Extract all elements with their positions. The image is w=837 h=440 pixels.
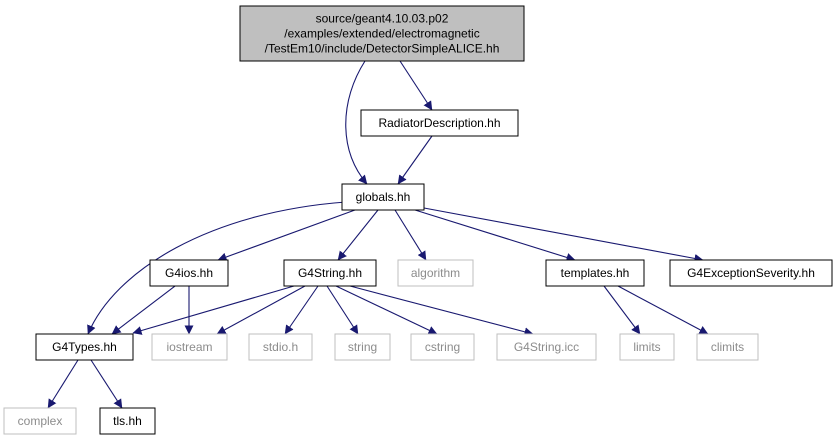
node-climits: climits bbox=[696, 333, 759, 361]
node-label: globals.hh bbox=[356, 190, 411, 204]
edge-g4string-to-string bbox=[326, 285, 359, 335]
node-label: climits bbox=[711, 340, 744, 354]
node-label: complex bbox=[18, 414, 63, 428]
node-box bbox=[496, 333, 597, 361]
node-label: G4ios.hh bbox=[165, 266, 213, 280]
node-tls[interactable]: tls.hh bbox=[99, 407, 156, 435]
node-box bbox=[397, 259, 474, 287]
node-box bbox=[334, 333, 391, 361]
node-label: stdio.h bbox=[263, 340, 298, 354]
node-stdio: stdio.h bbox=[248, 333, 313, 361]
node-label: G4ExceptionSeverity.hh bbox=[687, 266, 815, 280]
node-box bbox=[248, 333, 313, 361]
edge-g4ios-to-g4types bbox=[111, 285, 176, 335]
node-box bbox=[283, 259, 377, 287]
node-iostream: iostream bbox=[151, 333, 228, 361]
node-box bbox=[3, 407, 77, 435]
node-label: algorithm bbox=[411, 266, 460, 280]
edge-g4types-to-tls bbox=[90, 359, 123, 409]
node-label: G4String.hh bbox=[298, 266, 362, 280]
node-box bbox=[696, 333, 759, 361]
edge-root-to-radiator bbox=[399, 60, 433, 111]
node-globals[interactable]: globals.hh bbox=[341, 183, 425, 211]
node-label: /examples/extended/electromagnetic bbox=[284, 27, 479, 41]
node-limits: limits bbox=[619, 333, 675, 361]
node-root: source/geant4.10.03.p02/examples/extende… bbox=[239, 5, 525, 62]
node-label: /TestEm10/include/DetectorSimpleALICE.hh bbox=[265, 42, 500, 56]
node-label: string bbox=[348, 340, 377, 354]
node-box bbox=[151, 333, 228, 361]
edge-root-to-globals bbox=[345, 60, 368, 185]
node-g4exc[interactable]: G4ExceptionSeverity.hh bbox=[669, 259, 833, 287]
node-label: source/geant4.10.03.p02 bbox=[316, 12, 449, 26]
node-cstring: cstring bbox=[410, 333, 475, 361]
node-box bbox=[341, 183, 425, 211]
edges-layer bbox=[47, 60, 709, 409]
node-g4ios[interactable]: G4ios.hh bbox=[149, 259, 229, 287]
node-box bbox=[619, 333, 675, 361]
node-box bbox=[669, 259, 833, 287]
node-label: G4Types.hh bbox=[52, 340, 117, 354]
node-box bbox=[410, 333, 475, 361]
edge-g4string-to-cstring bbox=[335, 285, 438, 335]
edge-globals-to-g4ios bbox=[217, 209, 356, 262]
edge-radiator-to-globals bbox=[397, 135, 433, 185]
node-g4types[interactable]: G4Types.hh bbox=[35, 333, 134, 361]
edge-templates-to-limits bbox=[603, 285, 641, 335]
edge-templates-to-climits bbox=[617, 285, 709, 335]
node-box bbox=[239, 5, 525, 62]
node-string: string bbox=[334, 333, 391, 361]
node-box bbox=[149, 259, 229, 287]
node-complex: complex bbox=[3, 407, 77, 435]
node-label: G4String.icc bbox=[514, 340, 579, 354]
node-label: tls.hh bbox=[113, 414, 142, 428]
node-label: templates.hh bbox=[561, 266, 630, 280]
edge-globals-to-g4types bbox=[87, 201, 347, 335]
node-box bbox=[35, 333, 134, 361]
node-algorithm: algorithm bbox=[397, 259, 474, 287]
node-templates[interactable]: templates.hh bbox=[545, 259, 645, 287]
edge-g4string-to-g4stringicc bbox=[349, 285, 534, 337]
edge-globals-to-templates bbox=[414, 209, 576, 262]
node-g4string[interactable]: G4String.hh bbox=[283, 259, 377, 287]
edge-globals-to-g4string bbox=[337, 209, 379, 261]
edge-globals-to-g4exc bbox=[423, 207, 704, 263]
nodes-layer: source/geant4.10.03.p02/examples/extende… bbox=[3, 5, 833, 435]
node-box bbox=[360, 109, 519, 137]
edge-g4string-to-iostream bbox=[216, 285, 306, 335]
node-label: RadiatorDescription.hh bbox=[378, 116, 500, 130]
node-radiator[interactable]: RadiatorDescription.hh bbox=[360, 109, 519, 137]
edge-g4types-to-complex bbox=[47, 359, 79, 409]
edge-globals-to-algorithm bbox=[394, 209, 427, 261]
node-label: cstring bbox=[425, 340, 460, 354]
edge-g4string-to-g4types bbox=[132, 285, 295, 335]
node-box bbox=[99, 407, 156, 435]
node-label: limits bbox=[633, 340, 660, 354]
node-label: iostream bbox=[166, 340, 212, 354]
node-box bbox=[545, 259, 645, 287]
node-g4stringicc: G4String.icc bbox=[496, 333, 597, 361]
edge-g4string-to-stdio bbox=[284, 285, 319, 335]
